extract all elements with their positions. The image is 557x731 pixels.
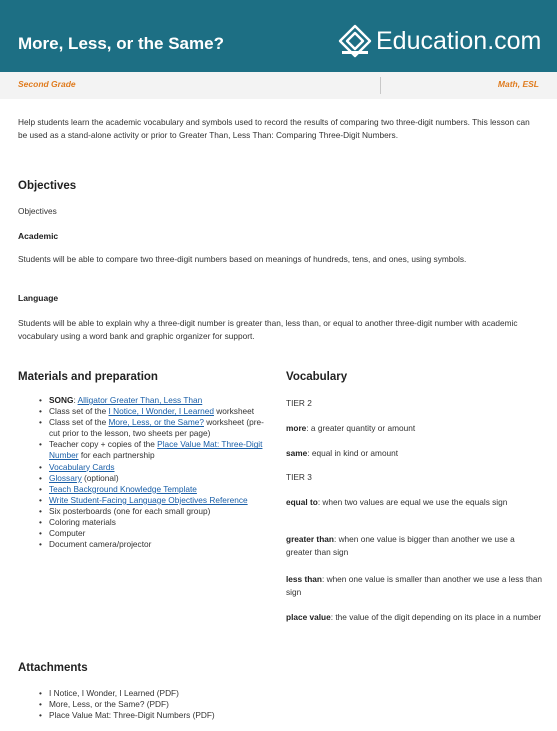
vocab-same: same: equal in kind or amount bbox=[286, 448, 399, 458]
tier-3-label: TIER 3 bbox=[286, 472, 312, 482]
vocab-more: more: a greater quantity or amount bbox=[286, 423, 416, 433]
attachment-item[interactable]: I Notice, I Wonder, I Learned (PDF) bbox=[38, 688, 338, 699]
list-item: Class set of the I Notice, I Wonder, I L… bbox=[38, 406, 270, 417]
language-text: Students will be able to explain why a t… bbox=[18, 318, 518, 341]
vocabulary-cards-link[interactable]: Vocabulary Cards bbox=[49, 461, 115, 472]
list-item: SONG: Alligator Greater Than, Less Than bbox=[38, 395, 270, 406]
list-item: Computer bbox=[38, 528, 270, 539]
attachment-item[interactable]: More, Less, or the Same? (PDF) bbox=[38, 699, 338, 710]
objectives-subheading: Objectives bbox=[18, 206, 57, 216]
place-value-mat-link[interactable]: Place Value Mat: Three-Digit Number bbox=[49, 439, 263, 461]
vocab-place-value: place value: the value of the digit depe… bbox=[286, 612, 542, 622]
education-logo-icon bbox=[338, 24, 372, 58]
list-item: Teacher copy + copies of the Place Value… bbox=[38, 439, 270, 461]
list-item: Teach Background Knowledge Template bbox=[38, 484, 270, 495]
objectives-heading: Objectives bbox=[18, 180, 77, 192]
subject-label: Math, ESL bbox=[497, 79, 539, 89]
background-knowledge-link[interactable]: Teach Background Knowledge Template bbox=[49, 483, 197, 494]
page-title: More, Less, or the Same? bbox=[18, 34, 224, 53]
page-header: More, Less, or the Same? Education.com bbox=[0, 0, 557, 72]
vocab-greater-than: greater than: when one value is bigger t… bbox=[286, 534, 515, 557]
list-item: Write Student-Facing Language Objectives… bbox=[38, 495, 270, 506]
academic-text: Students will be able to compare two thr… bbox=[18, 254, 467, 264]
vocabulary-heading: Vocabulary bbox=[286, 371, 348, 383]
more-less-same-link[interactable]: More, Less, or the Same? bbox=[108, 417, 204, 428]
materials-list: SONG: Alligator Greater Than, Less Than … bbox=[38, 395, 270, 550]
vocab-less-than: less than: when one value is smaller tha… bbox=[286, 574, 542, 597]
language-objectives-link[interactable]: Write Student-Facing Language Objectives… bbox=[49, 494, 248, 505]
education-com-logo[interactable]: Education.com bbox=[338, 24, 544, 60]
grade-subject-bar: Second Grade Math, ESL bbox=[0, 72, 557, 99]
attachment-item[interactable]: Place Value Mat: Three-Digit Numbers (PD… bbox=[38, 710, 338, 721]
list-item: Six posterboards (one for each small gro… bbox=[38, 506, 270, 517]
glossary-link[interactable]: Glossary bbox=[49, 472, 82, 483]
language-heading: Language bbox=[18, 293, 59, 303]
intro-paragraph: Help students learn the academic vocabul… bbox=[18, 117, 530, 140]
vocab-equal-to: equal to: when two values are equal we u… bbox=[286, 497, 508, 507]
list-item: Class set of the More, Less, or the Same… bbox=[38, 417, 270, 439]
divider bbox=[380, 77, 381, 94]
attachments-list: I Notice, I Wonder, I Learned (PDF) More… bbox=[38, 688, 338, 721]
grade-label: Second Grade bbox=[18, 79, 76, 89]
list-item: Document camera/projector bbox=[38, 539, 270, 550]
logo-text: Education.com bbox=[376, 27, 542, 55]
list-item: Glossary (optional) bbox=[38, 473, 270, 484]
tier-2-label: TIER 2 bbox=[286, 398, 312, 408]
song-link[interactable]: Alligator Greater Than, Less Than bbox=[77, 395, 203, 405]
list-item: Vocabulary Cards bbox=[38, 462, 270, 473]
materials-heading: Materials and preparation bbox=[18, 371, 158, 383]
notice-wonder-link[interactable]: I Notice, I Wonder, I Learned bbox=[108, 406, 214, 417]
list-item: Coloring materials bbox=[38, 517, 270, 528]
attachments-heading: Attachments bbox=[18, 662, 88, 674]
academic-heading: Academic bbox=[18, 231, 59, 241]
